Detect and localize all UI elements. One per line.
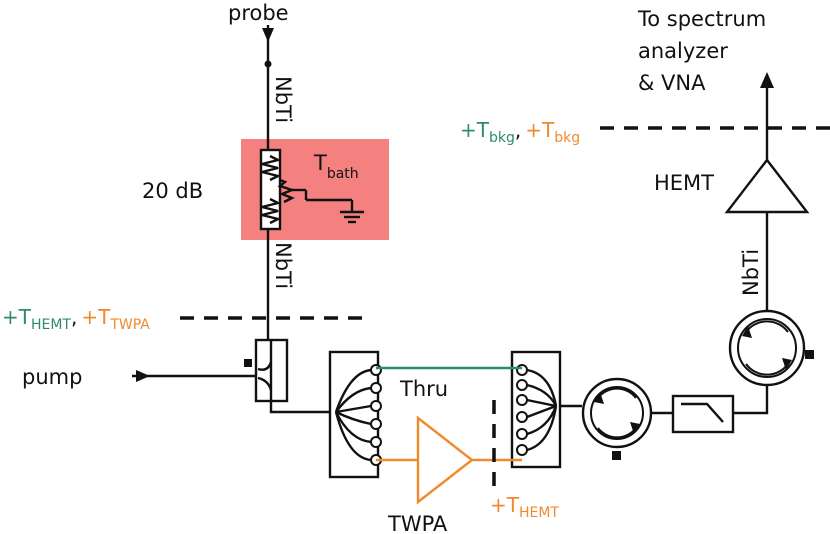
nbti-label-top: NbTi [271, 76, 295, 123]
attenuator-20db [259, 148, 364, 231]
nbti-label-middle: NbTi [271, 242, 295, 289]
noise-label-twpa-out: +THEMT [490, 493, 559, 521]
thru-label: Thru [399, 377, 448, 401]
probe-label: probe [228, 1, 289, 25]
pump-input [132, 370, 256, 382]
directional-coupler [244, 338, 289, 403]
hemt-label: HEMT [654, 171, 714, 195]
lowpass-filter [671, 394, 735, 434]
circulator-2 [728, 309, 814, 387]
line-to-circulator-2 [733, 385, 769, 415]
to-spectrum-label-3: & VNA [638, 71, 706, 95]
twpa-label: TWPA [387, 512, 448, 534]
to-spectrum-label-2: analyzer [638, 39, 728, 63]
probe-input [262, 25, 274, 150]
switch-left [328, 350, 382, 479]
switch-right [510, 350, 562, 469]
noise-label-bkg: +Tbkg,+Tbkg [460, 118, 580, 146]
circulator-1 [581, 377, 653, 460]
output-arrow [760, 72, 774, 160]
hemt-amplifier [724, 158, 810, 214]
attenuation-label: 20 dB [142, 179, 203, 203]
pump-label: pump [22, 365, 82, 389]
to-spectrum-label-1: To spectrum [637, 7, 766, 31]
line-to-left-switch [269, 401, 330, 414]
noise-label-stage: +THEMT,+TTWPA [2, 305, 150, 333]
nbti-label-right: NbTi [739, 249, 763, 296]
t-bath-label: Tbath [313, 151, 359, 182]
twpa-amplifier [376, 415, 522, 505]
